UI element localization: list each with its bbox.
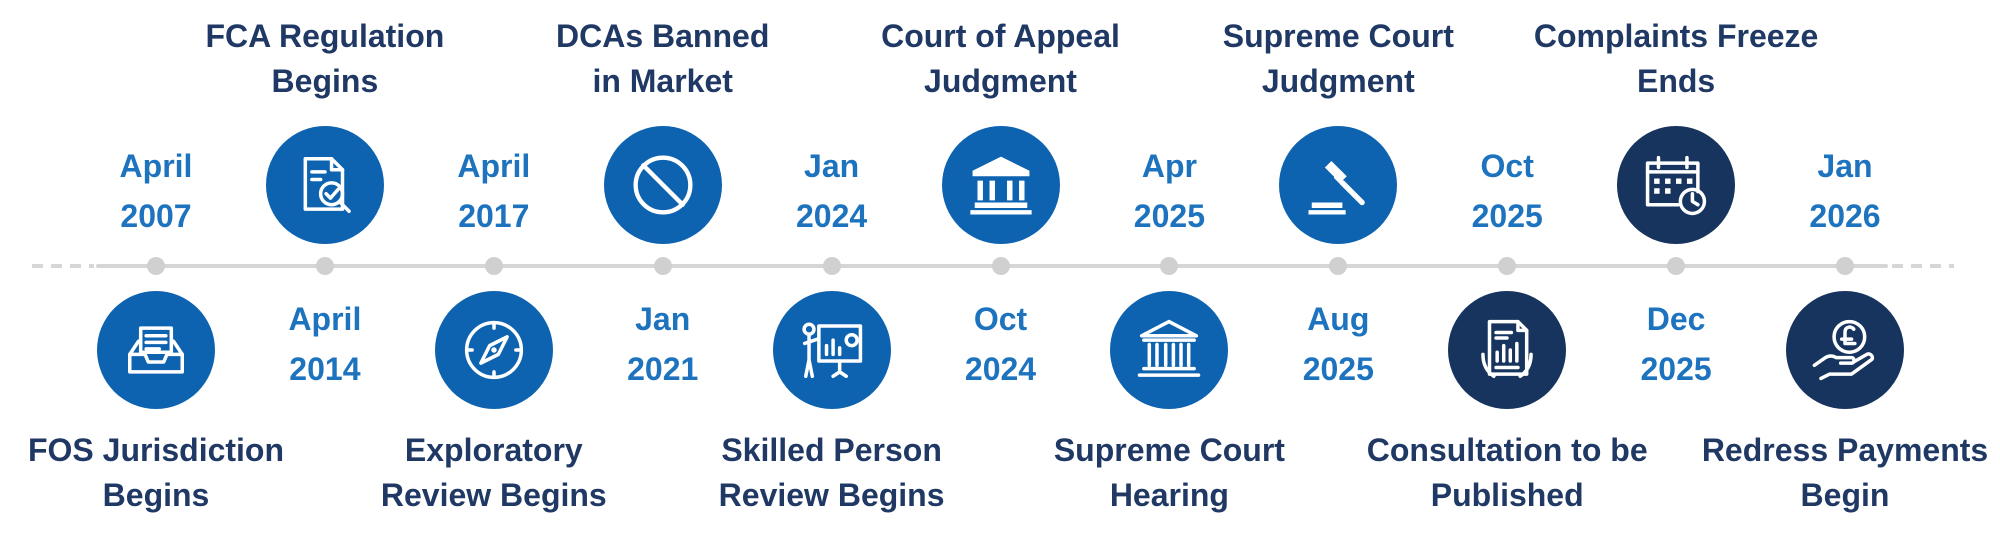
- milestone-title: FOS Jurisdiction Begins: [27, 432, 285, 513]
- inbox-document-icon-badge: [97, 291, 215, 409]
- milestone-title: Complaints Freeze Ends: [1533, 18, 1819, 99]
- hand-pound-coin-icon: [1810, 315, 1880, 385]
- calendar-clock-icon: [1641, 150, 1711, 220]
- timeline-dot: [1329, 257, 1348, 275]
- milestone-title: Skilled Person Review Begins: [718, 432, 945, 513]
- milestone-title: Exploratory Review Begins: [380, 432, 607, 513]
- milestone-date: Apr 2025: [1133, 148, 1205, 234]
- report-document-icon-badge: [1448, 291, 1567, 409]
- timeline-dot: [315, 257, 334, 275]
- milestone-date: Dec 2025: [1640, 301, 1712, 387]
- milestone-date: April 2014: [288, 301, 362, 387]
- prohibited-icon: [628, 150, 698, 220]
- hand-pound-coin-icon-badge: [1786, 291, 1904, 409]
- document-search-icon: [290, 150, 360, 220]
- milestone-date: Oct 2024: [964, 301, 1037, 387]
- presentation-icon: [797, 315, 867, 385]
- milestone-title: DCAs Banned in Market: [556, 18, 770, 99]
- milestone-title: Consultation to be Published: [1366, 432, 1648, 513]
- compass-icon-badge: [434, 291, 553, 409]
- timeline-dot: [147, 257, 165, 275]
- milestone-date: Jan 2024: [796, 148, 868, 234]
- gavel-icon-badge: [1279, 126, 1398, 244]
- timeline-dot: [484, 257, 503, 275]
- timeline-dot: [822, 257, 841, 275]
- timeline-dot: [1667, 257, 1686, 275]
- compass-icon: [459, 315, 529, 385]
- timeline-dot: [1498, 257, 1517, 275]
- timeline-axis-dashed-start: [32, 264, 94, 268]
- milestone-date: Aug 2025: [1302, 301, 1374, 387]
- courthouse-icon-badge: [941, 126, 1060, 244]
- timeline-dot: [991, 257, 1010, 275]
- milestone-title: Redress Payments Begin: [1701, 432, 1989, 513]
- inbox-document-icon: [121, 315, 191, 385]
- milestone-title: FCA Regulation Begins: [205, 18, 445, 99]
- presentation-icon-badge: [772, 291, 891, 409]
- milestone-title: Court of Appeal Judgment: [881, 18, 1120, 99]
- calendar-clock-icon-badge: [1617, 126, 1736, 244]
- timeline-dot: [1160, 257, 1179, 275]
- milestone-title: Supreme Court Judgment: [1222, 18, 1454, 99]
- milestone-title: Supreme Court Hearing: [1053, 432, 1285, 513]
- milestone-date: April 2017: [457, 148, 531, 234]
- courthouse-outline-icon-badge: [1110, 291, 1229, 409]
- timeline-dot: [653, 257, 672, 275]
- gavel-icon: [1303, 150, 1373, 220]
- courthouse-icon: [966, 150, 1036, 220]
- timeline-dot: [1836, 257, 1854, 275]
- report-document-icon: [1472, 315, 1542, 385]
- milestone-date: April 2007: [119, 148, 193, 234]
- courthouse-outline-icon: [1134, 315, 1204, 385]
- milestone-date: Jan 2021: [627, 301, 699, 387]
- timeline-axis-dashed-end: [1892, 264, 1954, 268]
- milestone-date: Oct 2025: [1471, 148, 1543, 234]
- document-search-icon-badge: [265, 126, 384, 244]
- milestone-date: Jan 2026: [1809, 148, 1881, 234]
- prohibited-icon-badge: [603, 126, 722, 244]
